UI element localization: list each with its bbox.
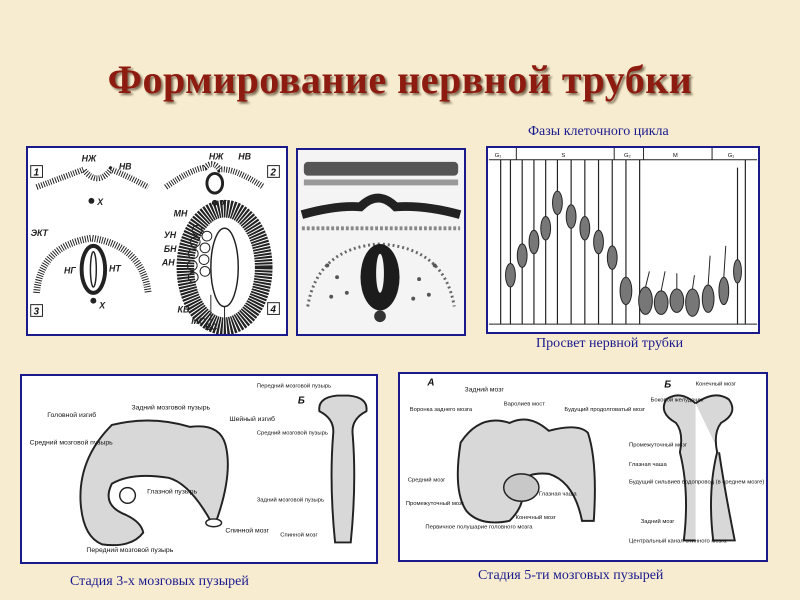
label-optic-vesicle: Глазной пузырь: [147, 487, 197, 495]
stage5-letter-b: Б: [664, 380, 671, 391]
label-nzh-1: НЖ: [82, 154, 97, 164]
stage-number-1: 1: [34, 167, 39, 178]
label-funnel: Воронка заднего мозга: [410, 407, 473, 413]
label-x-1: Х: [96, 197, 104, 207]
label-b-ventricle: Боковой желудочек: [651, 396, 704, 403]
label-an: АН: [161, 257, 175, 267]
label-ms: МС: [191, 316, 205, 326]
label-ekt: ЭКТ: [31, 228, 49, 238]
caption-stage5: Стадия 5-ти мозговых пузырей: [478, 568, 664, 583]
label-pons: Варолиев мост: [504, 401, 545, 407]
panel-neural-tube-stages: 1 2 3 4 НЖ НВ Х НЖ НВ Х ЭКТ НГ НТ Х МН У…: [26, 146, 288, 336]
stage-number-2: 2: [270, 167, 277, 178]
label-medulla: Будущий продолговатый мозг: [564, 406, 645, 413]
label-b-hind: Задний мозговой пузырь: [257, 496, 324, 503]
label-hemisphere: Первичное полушарие головного мозга: [425, 525, 533, 531]
optic-vesicle-circle: [118, 486, 137, 504]
stage5-letter-a: А: [426, 378, 434, 389]
label-b-mid: Средний мозговой пузырь: [257, 430, 328, 437]
label-nzh-2: НЖ: [209, 152, 224, 162]
label-neck-fold: Шейный изгиб: [229, 415, 275, 423]
label-x-2: Х: [220, 199, 228, 209]
label-mn: МН: [174, 209, 188, 219]
caption-cell-cycle: Фазы клеточного цикла: [528, 124, 669, 139]
notochord-mark: [88, 197, 95, 204]
caption-lumen: Просвет нервной трубки: [536, 336, 684, 351]
label-b-front: Передний мозговой пузырь: [257, 383, 331, 390]
label-diencephalon: Промежуточный мозг: [406, 500, 464, 507]
label-hind-vesicle: Задний мозговой пузырь: [131, 403, 210, 411]
panel-cell-cycle: G₁ S G₂ M G₁: [486, 146, 760, 334]
stage5-diagram: А Б Задний мозг Воронка заднего мозга Ва…: [406, 378, 765, 545]
label-midbrain: Средний мозг: [408, 477, 446, 484]
panel-stage3: Б Головной изгиб Задний мозговой пузырь …: [20, 374, 378, 564]
label-un: УН: [164, 230, 177, 240]
label-ng: НГ: [64, 265, 76, 275]
label-hind-brain: Задний мозг: [465, 386, 505, 394]
label-b-canal: Центральный канал спинного мозга: [629, 537, 727, 544]
label-telencephalon: Конечный мозг: [515, 514, 555, 521]
label-head-fold: Головной изгиб: [47, 411, 96, 419]
phase-s: S: [561, 153, 565, 159]
label-mid-vesicle: Средний мозговой пузырь: [30, 439, 114, 447]
label-b-optic-cup: Глазная чаша: [629, 462, 667, 468]
label-front-vesicle: Передний мозговой пузырь: [86, 546, 173, 554]
phase-m: M: [673, 153, 678, 159]
panel-stage5: А Б Задний мозг Воронка заднего мозга Ва…: [398, 372, 768, 562]
label-vs: ВС: [205, 322, 218, 332]
stage3-diagram: Б Головной изгиб Задний мозговой пузырь …: [30, 383, 368, 554]
label-nv-2: НВ: [238, 152, 251, 162]
phase-g1: G₁: [495, 153, 502, 159]
label-nv-1: НВ: [119, 162, 132, 172]
panel-cross-sections: [296, 148, 466, 336]
caption-stage3: Стадия 3-х мозговых пузырей: [70, 574, 249, 589]
neural-tube-stages-diagram: 1 2 3 4 НЖ НВ Х НЖ НВ Х ЭКТ НГ НТ Х МН У…: [30, 152, 280, 334]
page-title: Формирование нервной трубки: [107, 57, 693, 102]
label-kv: КВ: [178, 304, 190, 314]
label-b-hind: Задний мозг: [641, 518, 675, 525]
label-spinal: Спинной мозг: [225, 527, 269, 535]
phase-g1-end: G₁: [728, 153, 735, 159]
stage-number-4: 4: [270, 304, 277, 315]
phase-g2: G₂: [624, 153, 631, 159]
label-optic-cup: Глазная чаша: [539, 491, 577, 497]
label-b-telencephalon: Конечный мозг: [696, 381, 736, 388]
label-b-spinal: Спинной мозг: [280, 532, 317, 539]
cross-section-drawing: [298, 150, 464, 334]
cell-cycle-diagram: G₁ S G₂ M G₁: [488, 148, 758, 325]
label-nt: НТ: [109, 263, 121, 273]
stage3-letter-b: Б: [298, 395, 305, 406]
label-x-3: Х: [98, 301, 106, 311]
label-b-diencephalon: Промежуточный мозг: [629, 441, 687, 448]
stage-number-3: 3: [34, 306, 40, 317]
label-bn: БН: [164, 244, 177, 254]
label-b-aqueduct: Будущий сильвиев водопровод (в среднем м…: [629, 479, 764, 486]
